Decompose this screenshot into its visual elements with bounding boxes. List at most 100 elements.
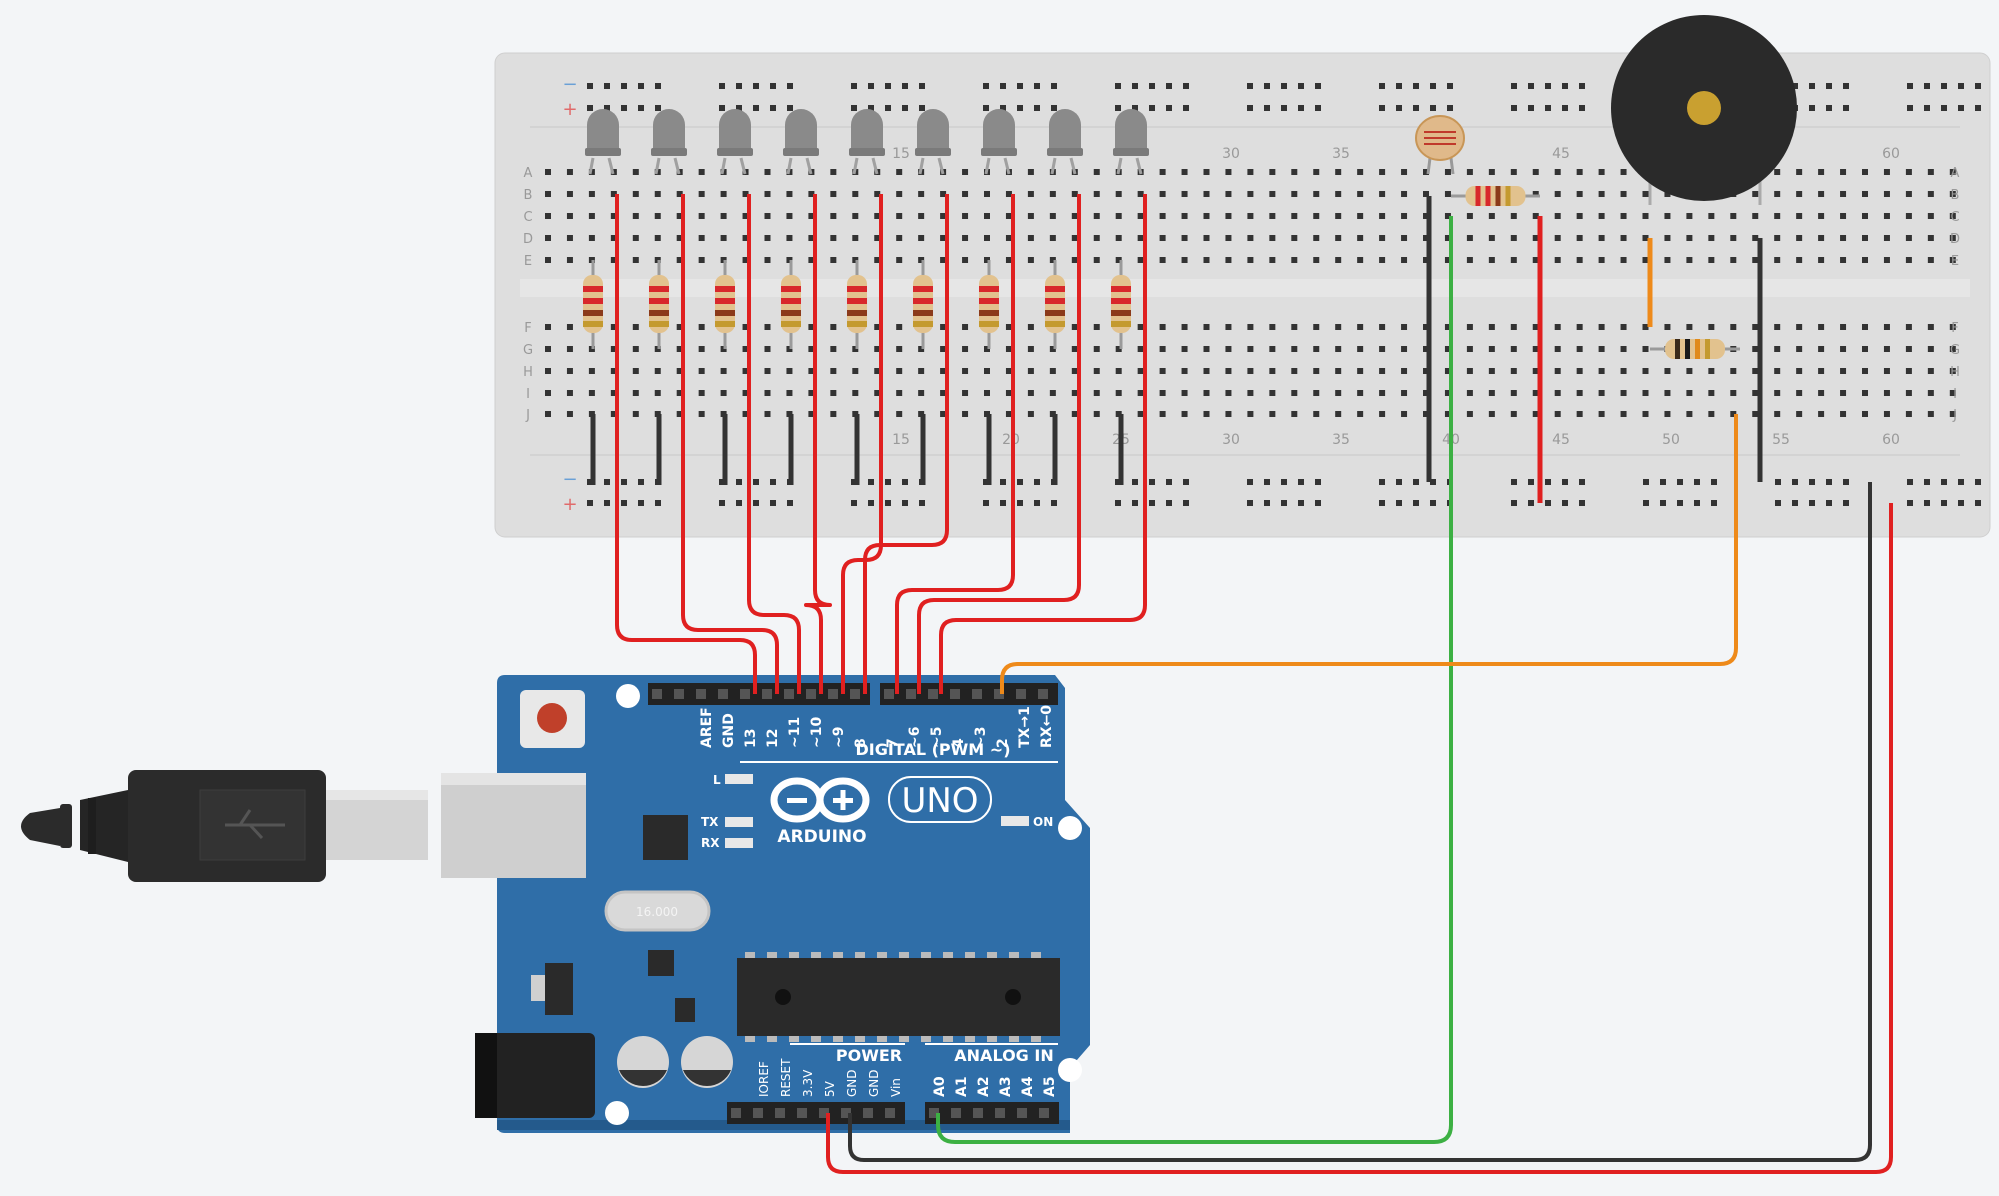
rail-hole xyxy=(1000,500,1006,506)
column-number: 60 xyxy=(1882,432,1900,448)
breadboard-hole xyxy=(742,346,749,352)
header-pin xyxy=(995,1108,1005,1118)
resistor-band xyxy=(913,321,933,327)
rail-hole xyxy=(1528,500,1534,506)
breadboard-hole xyxy=(1796,390,1803,396)
capacitor-1-mark xyxy=(619,1070,667,1086)
led[interactable] xyxy=(849,109,885,175)
breadboard-hole xyxy=(1949,390,1956,396)
led[interactable] xyxy=(717,109,753,175)
breadboard-hole xyxy=(1115,368,1122,374)
breadboard-hole xyxy=(1576,235,1583,241)
breadboard-hole xyxy=(1862,346,1868,352)
breadboard-hole xyxy=(1927,169,1934,175)
breadboard-hole xyxy=(1642,257,1649,263)
usb-cable[interactable] xyxy=(21,770,428,882)
rail-hole xyxy=(1579,83,1585,89)
rail-hole xyxy=(1975,105,1981,111)
header-pin xyxy=(753,1108,763,1118)
breadboard-hole xyxy=(545,213,551,219)
rail-hole xyxy=(1034,479,1040,485)
breadboard-hole xyxy=(1949,169,1956,175)
breadboard-hole xyxy=(1071,191,1078,197)
breadboard-hole xyxy=(1796,169,1803,175)
breadboard-hole xyxy=(1949,191,1956,197)
reset-button[interactable] xyxy=(537,703,567,733)
breadboard-hole xyxy=(940,213,947,219)
breadboard-hole xyxy=(1708,213,1715,219)
row-letter: D xyxy=(523,232,533,247)
breadboard-hole xyxy=(742,235,749,241)
led[interactable] xyxy=(981,109,1017,175)
piezo-buzzer[interactable] xyxy=(1611,15,1797,205)
rail-hole xyxy=(1034,83,1040,89)
led-leg xyxy=(937,157,945,175)
breadboard-hole xyxy=(1269,346,1276,352)
breadboard-hole xyxy=(1466,169,1473,175)
rail-hole xyxy=(787,105,793,111)
breadboard-hole xyxy=(1379,411,1386,417)
led[interactable] xyxy=(585,109,621,175)
center-channel xyxy=(520,279,1970,297)
rail-hole xyxy=(1149,105,1155,111)
breadboard-hole xyxy=(720,191,727,197)
breadboard-hole xyxy=(1576,257,1583,263)
photoresistor[interactable] xyxy=(1415,115,1465,175)
breadboard-hole xyxy=(940,368,947,374)
led[interactable] xyxy=(1113,109,1149,175)
led[interactable] xyxy=(915,109,951,175)
rail-hole xyxy=(1958,105,1964,111)
breadboard-hole xyxy=(1730,235,1737,241)
breadboard-hole xyxy=(962,346,969,352)
breadboard-hole xyxy=(874,213,881,219)
rail-hole xyxy=(1809,105,1815,111)
chip-leg xyxy=(877,1036,887,1042)
breadboard-hole xyxy=(742,213,749,219)
breadboard-hole xyxy=(1181,169,1188,175)
resistor-band xyxy=(649,310,669,316)
header-pin xyxy=(797,1108,807,1118)
led[interactable] xyxy=(783,109,819,175)
breadboard-hole xyxy=(1401,257,1408,263)
breadboard-hole xyxy=(1423,324,1429,330)
breadboard-hole xyxy=(808,257,815,263)
rail-hole xyxy=(1924,479,1930,485)
rail-hole xyxy=(753,479,759,485)
breadboard-hole xyxy=(632,390,639,396)
breadboard-hole xyxy=(1620,368,1627,374)
rail-hole xyxy=(1941,83,1947,89)
breadboard-hole xyxy=(1488,390,1495,396)
rail-hole xyxy=(1826,83,1832,89)
breadboard-hole xyxy=(632,257,639,263)
led[interactable] xyxy=(1047,109,1083,175)
resistor-band xyxy=(781,286,801,292)
breadboard-hole xyxy=(1774,324,1781,330)
resistor[interactable] xyxy=(1451,186,1540,206)
led-leg xyxy=(654,157,661,175)
breadboard-hole xyxy=(830,235,837,241)
rail-hole xyxy=(604,83,610,89)
breadboard-hole xyxy=(1379,169,1386,175)
breadboard-hole xyxy=(1159,169,1166,175)
breadboard-hole xyxy=(1686,257,1693,263)
led[interactable] xyxy=(651,109,687,175)
resistor-band xyxy=(781,321,801,327)
chip-leg xyxy=(789,1036,799,1042)
breadboard-hole xyxy=(1335,213,1342,219)
rail-hole xyxy=(736,479,742,485)
breadboard-hole xyxy=(764,324,771,330)
digital-pin-label: ~6 xyxy=(907,727,923,748)
breadboard-hole xyxy=(1488,411,1495,417)
row-letter: C xyxy=(1950,210,1959,225)
resistor-band xyxy=(715,298,735,304)
resistor-band xyxy=(583,310,603,316)
row-letter: I xyxy=(526,387,530,402)
rail-hole xyxy=(1792,83,1798,89)
breadboard-hole xyxy=(1291,390,1298,396)
breadboard-hole xyxy=(698,257,705,263)
resistor[interactable] xyxy=(1650,339,1740,359)
breadboard-hole xyxy=(1708,235,1715,241)
